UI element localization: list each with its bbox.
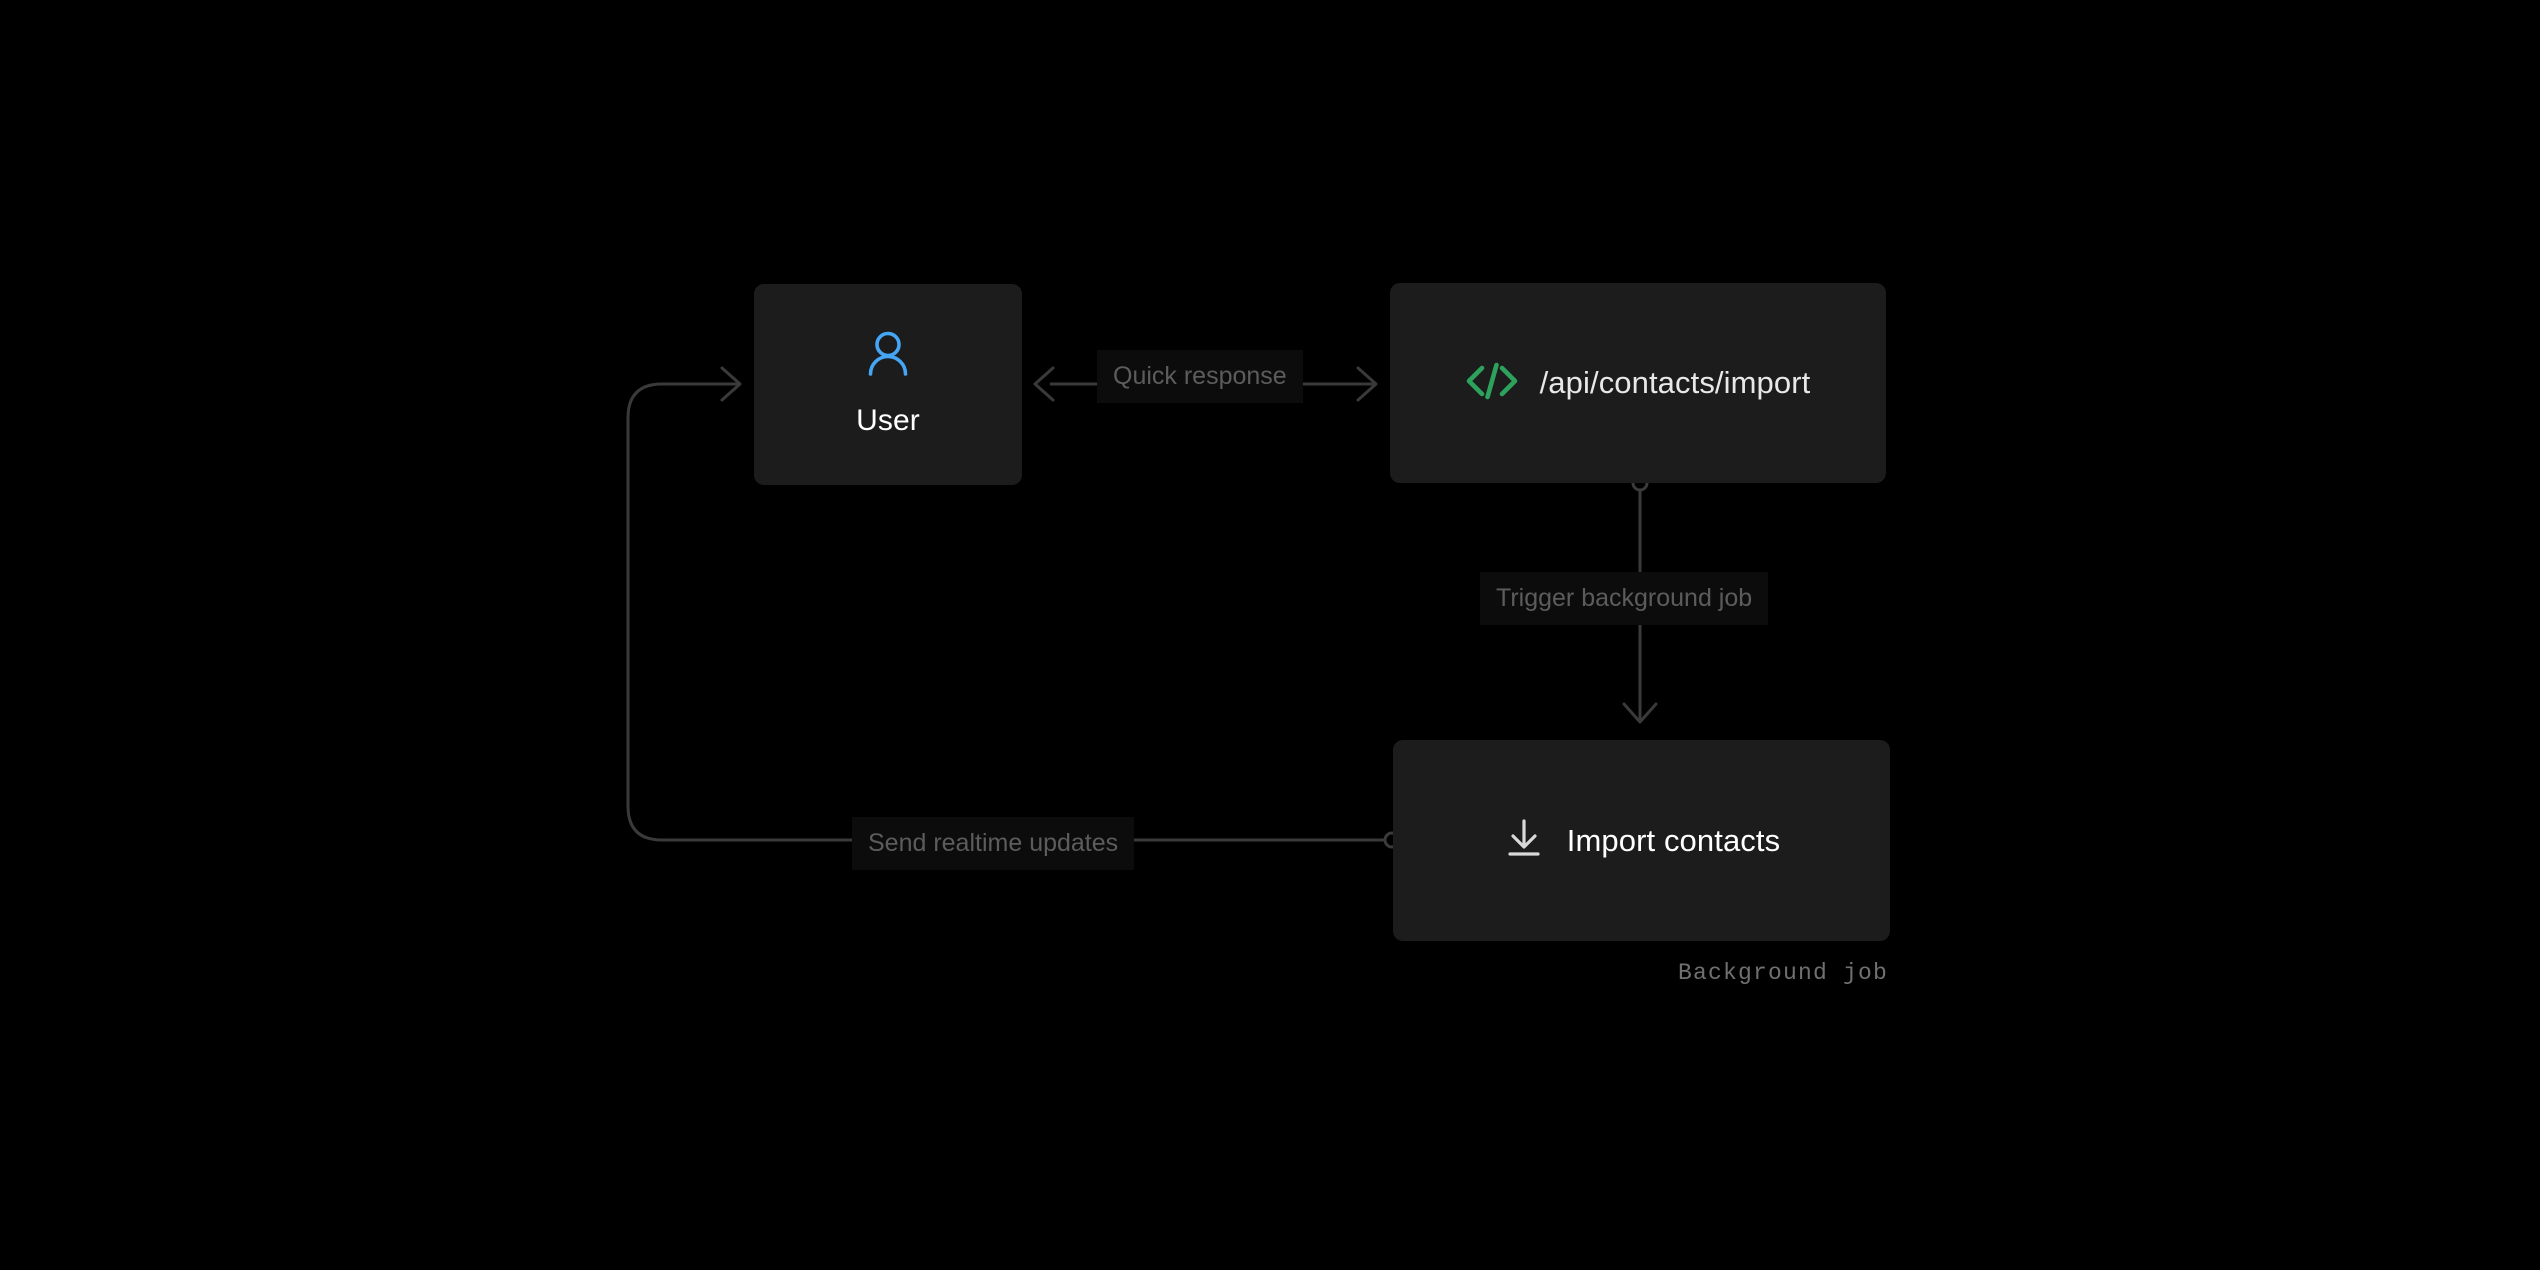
arrowhead-right-icon: [720, 366, 742, 402]
edge-label-quick-response: Quick response: [1097, 350, 1303, 403]
node-import-contacts[interactable]: Import contacts: [1393, 740, 1890, 941]
arrowhead-left-icon: [1033, 366, 1055, 402]
node-caption-background-job: Background job: [1678, 960, 1889, 986]
node-import-contacts-label: Import contacts: [1566, 822, 1781, 858]
node-user[interactable]: User: [754, 284, 1022, 485]
node-api[interactable]: /api/contacts/import: [1390, 283, 1886, 483]
edge-realtime-path: [626, 382, 1385, 842]
edge-label-trigger-background-job: Trigger background job: [1480, 572, 1769, 625]
download-icon: [1503, 817, 1545, 864]
arrowhead-down-icon: [1622, 702, 1658, 724]
code-icon: [1466, 362, 1518, 405]
arrowhead-right-icon: [1356, 366, 1378, 402]
user-icon: [866, 331, 910, 382]
edge-label-send-realtime-updates: Send realtime updates: [852, 817, 1135, 870]
node-user-label: User: [856, 404, 920, 437]
node-api-label: /api/contacts/import: [1539, 365, 1811, 400]
